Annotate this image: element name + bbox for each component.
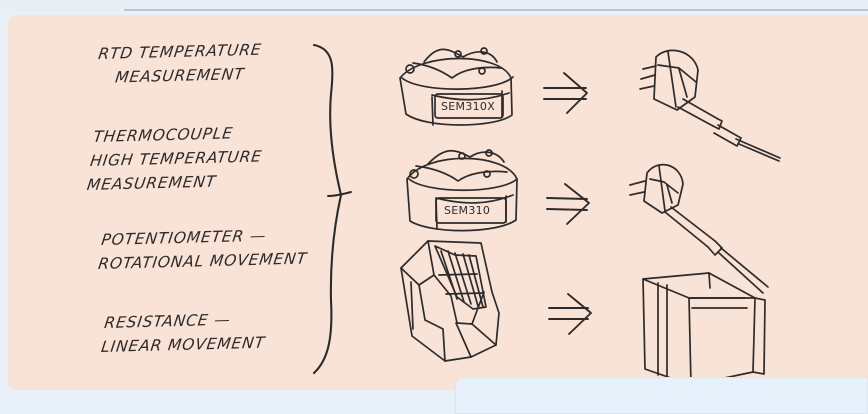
top-temperature-module <box>400 48 513 125</box>
sketch-card: SEM310X SEM310 <box>8 15 868 390</box>
top-arrow <box>544 73 587 113</box>
thermocouple-label-line-3: MEASUREMENT <box>85 169 260 197</box>
middle-temperature-module <box>407 150 517 231</box>
din-rail-module <box>401 241 499 361</box>
bottom-arrow <box>549 294 591 334</box>
middle-arrow <box>547 184 589 224</box>
rtd-probe-sensor <box>640 50 780 161</box>
rtd-label-line-2: MEASUREMENT <box>94 62 260 90</box>
linear-sensor-box <box>643 273 765 385</box>
thermocouple-label-line-2: HIGH TEMPERATURE <box>89 145 264 173</box>
rtd-temperature-label: RTD TEMPERATURE MEASUREMENT <box>94 38 263 90</box>
grouping-brace <box>314 45 341 373</box>
thermocouple-label: THERMOCOUPLE HIGH TEMPERATURE MEASUREMEN… <box>85 121 266 197</box>
top-module-label: SEM310X <box>441 100 495 113</box>
bottom-overlay-panel <box>455 377 868 414</box>
potentiometer-label: POTENTIOMETER — ROTATIONAL MOVEMENT <box>97 223 312 276</box>
resistance-label: RESISTANCE — LINEAR MOVEMENT <box>100 307 270 359</box>
resistance-label-line-2: LINEAR MOVEMENT <box>100 331 267 359</box>
middle-module-label: SEM310 <box>444 204 490 217</box>
top-strip-line <box>124 9 868 11</box>
